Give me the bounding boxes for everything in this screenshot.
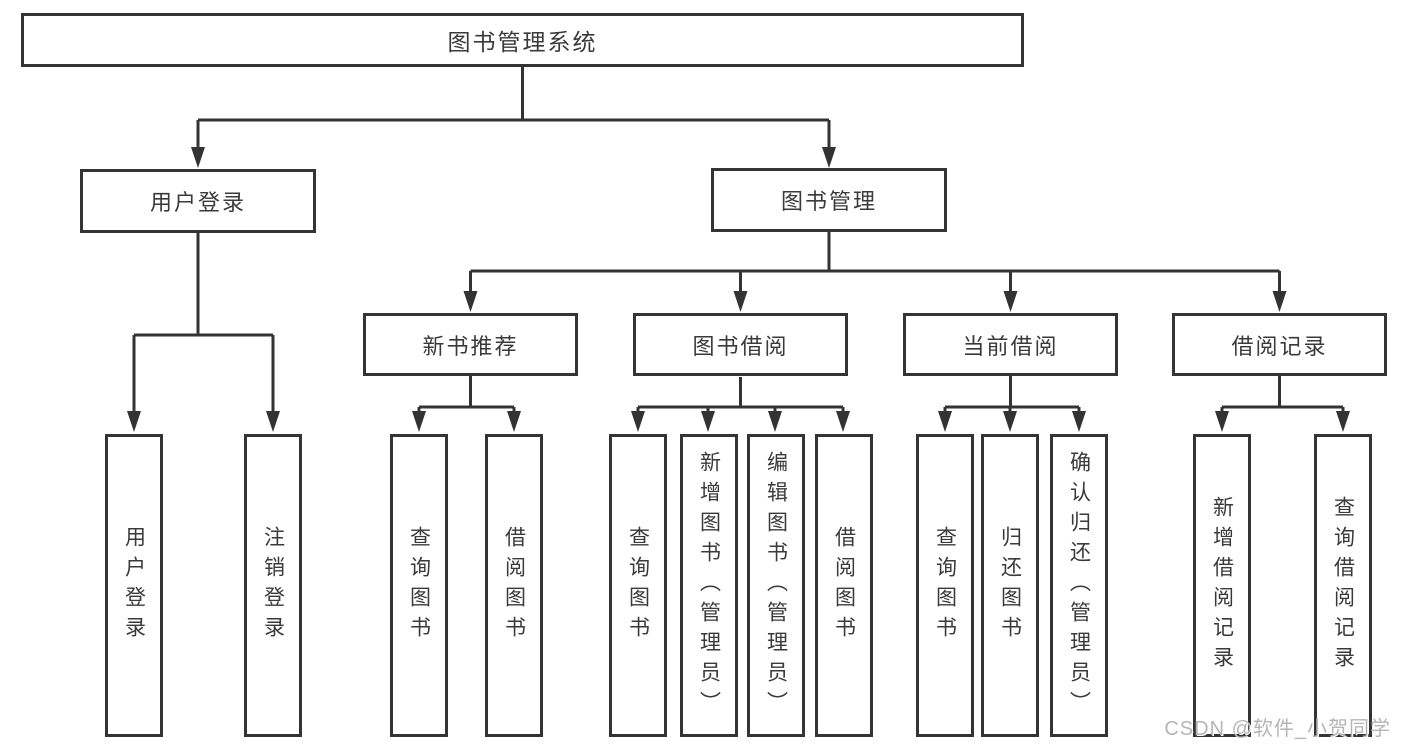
leaf-add-borrow-record: 新增借阅记录	[1193, 434, 1251, 737]
node-new-book-recommend: 新书推荐	[363, 313, 578, 376]
node-borrowing-records: 借阅记录	[1172, 313, 1387, 376]
node-label: 用户登录	[149, 190, 246, 215]
node-label: 借阅记录	[1231, 333, 1328, 359]
node-label: 新书推荐	[422, 333, 519, 359]
node-label: 查询图书	[407, 525, 431, 646]
node-label: 确认归还（管理员）	[1067, 450, 1091, 721]
node-label: 编辑图书（管理员）	[764, 450, 788, 721]
node-label: 查询图书	[933, 525, 957, 646]
node-label: 当前借阅	[962, 333, 1059, 359]
node-label: 新增图书（管理员）	[697, 450, 721, 721]
node-label: 查询借阅记录	[1331, 495, 1355, 676]
leaf-query-books-current: 查询图书	[916, 434, 974, 737]
leaf-edit-book-admin: 编辑图书（管理员）	[747, 434, 805, 737]
node-label: 借阅图书	[832, 525, 856, 646]
node-label: 注销登录	[261, 525, 285, 646]
leaf-return-books: 归还图书	[981, 434, 1039, 737]
leaf-confirm-return-admin: 确认归还（管理员）	[1050, 434, 1108, 737]
leaf-borrow-books-recommend: 借阅图书	[485, 434, 543, 737]
leaf-query-borrow-record: 查询借阅记录	[1314, 434, 1372, 737]
node-current-borrowing: 当前借阅	[903, 313, 1118, 376]
leaf-query-books-recommend: 查询图书	[390, 434, 448, 737]
node-label: 借阅图书	[502, 525, 526, 646]
node-label: 图书管理	[780, 189, 877, 214]
leaf-logout: 注销登录	[244, 434, 302, 737]
node-label: 图书借阅	[692, 333, 789, 359]
node-label: 用户登录	[122, 525, 146, 646]
leaf-add-book-admin: 新增图书（管理员）	[680, 434, 738, 737]
node-book-borrowing: 图书借阅	[633, 313, 848, 376]
node-label: 新增借阅记录	[1210, 495, 1234, 676]
csdn-watermark: CSDN @软件_小贺同学	[1164, 718, 1391, 740]
node-label: 归还图书	[998, 525, 1022, 646]
node-label: 图书管理系统	[447, 29, 598, 55]
node-label: 查询图书	[626, 525, 650, 646]
node-book-management: 图书管理	[711, 168, 947, 232]
node-user-login: 用户登录	[80, 169, 316, 233]
leaf-query-books-borrowing: 查询图书	[609, 434, 667, 737]
node-library-system: 图书管理系统	[21, 13, 1024, 67]
leaf-user-login: 用户登录	[105, 434, 163, 737]
leaf-borrow-books: 借阅图书	[815, 434, 873, 737]
